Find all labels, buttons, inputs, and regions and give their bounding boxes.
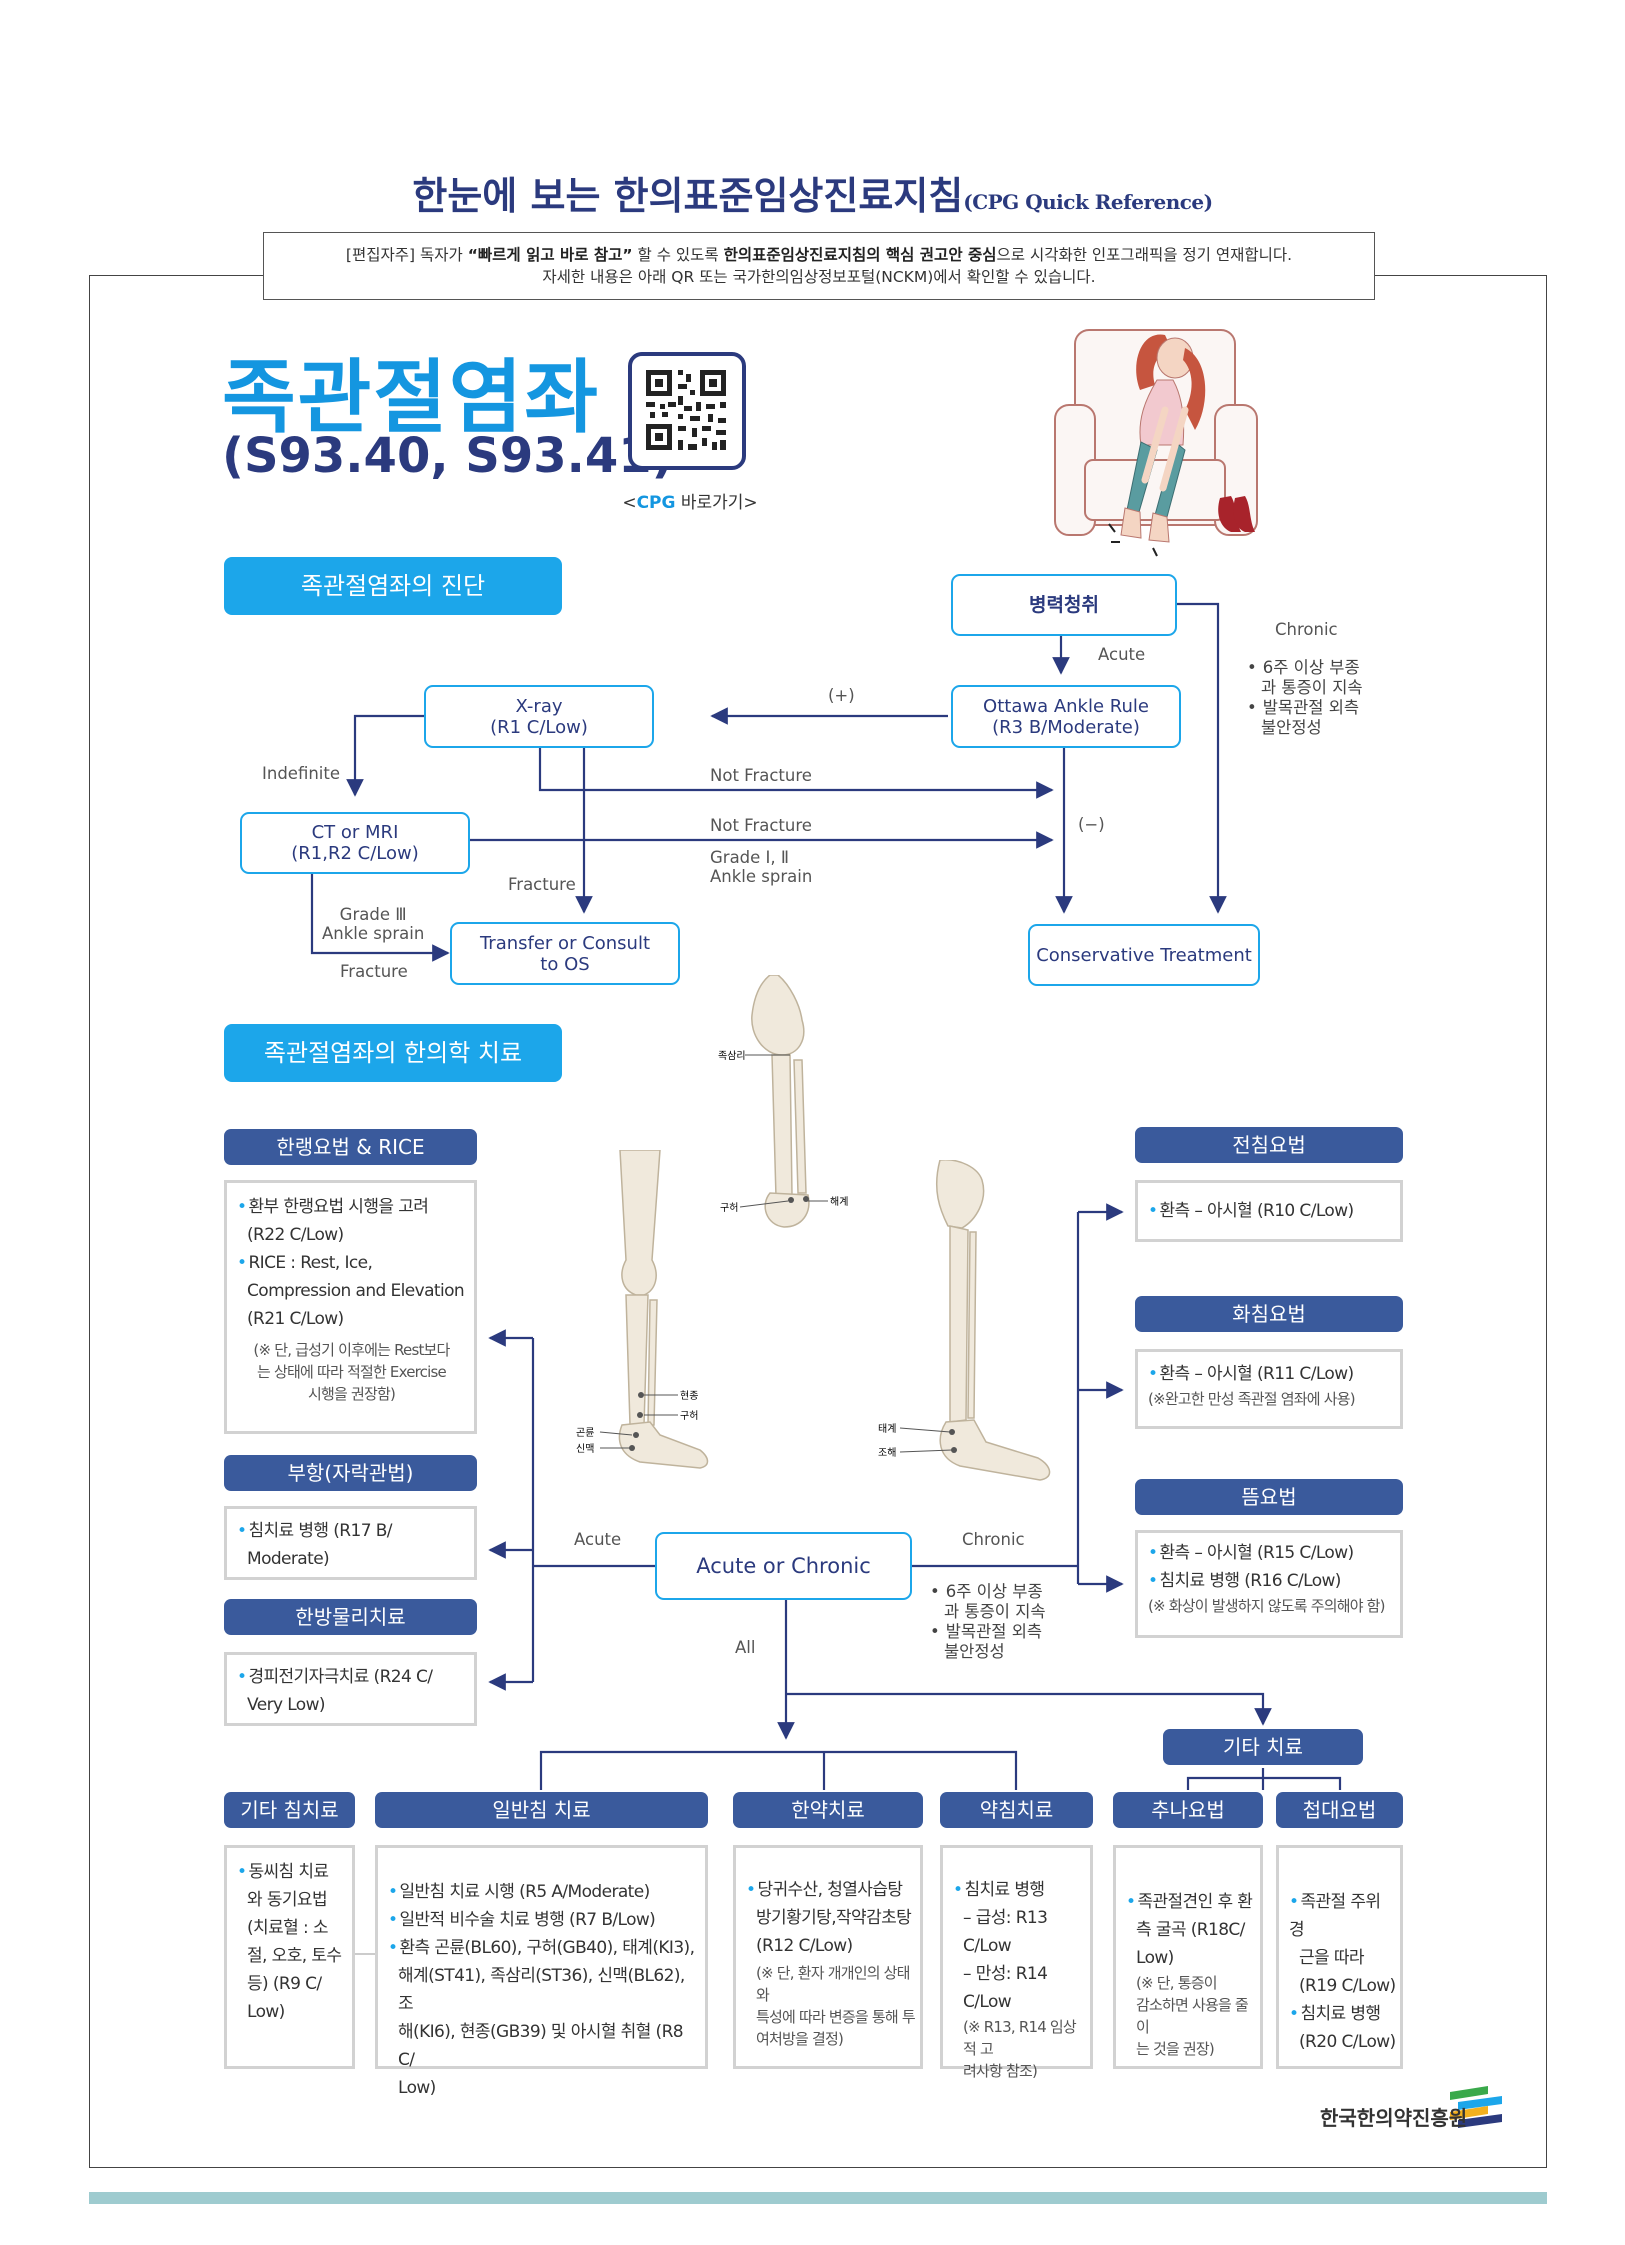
chuna-box: 족관절견인 후 환 측 굴곡 (R18C/ Low) (※ 단, 통증이 감소하…: [1113, 1845, 1263, 2069]
leg-front-illustration: 족삼리 구허 해계: [718, 975, 848, 1228]
organization-name: 한국한의약진흥원: [1320, 2106, 1468, 2130]
label-minus: (−): [1078, 815, 1105, 834]
page-title: 한눈에 보는 한의표준임상진료지침(CPG Quick Reference): [412, 174, 1213, 218]
moxibustion-box: 환측 – 아시혈 (R15 C/Low) 침치료 병행 (R16 C/Low) …: [1135, 1530, 1403, 1638]
physio-box: 경피전기자극치료 (R24 C/ Very Low): [224, 1652, 477, 1726]
label-not-fracture-2: Not Fracture: [710, 816, 812, 835]
fire-needle-box: 환측 – 아시혈 (R11 C/Low) (※완고한 만성 족관절 염좌에 사용…: [1135, 1349, 1403, 1429]
rice-title: 한랭요법 & RICE: [224, 1129, 477, 1165]
leg-lateral-illustration: 현종 곤륜 구허 신맥: [576, 1150, 709, 1469]
electroacupuncture-box: 환측 – 아시혈 (R10 C/Low): [1135, 1180, 1403, 1242]
other-acupuncture-box: 동씨침 치료 와 동기요법 (치료혈 : 소 절, 오호, 토수 등) (R9 …: [224, 1845, 355, 2069]
leg1-point-3: 해계: [830, 1195, 848, 1208]
pharmacopuncture-box: 침치료 병행 – 급성: R13 C/Low – 만성: R14 C/Low (…: [940, 1845, 1093, 2080]
acute-or-chronic-box: Acute or Chronic: [655, 1532, 912, 1600]
leg1-point-1: 족삼리: [718, 1050, 746, 1062]
bottom-bar: [89, 2192, 1547, 2204]
leg3-point-1: 태계: [878, 1423, 896, 1435]
label-acute: Acute: [1098, 645, 1146, 664]
page-title-sub: (CPG Quick Reference): [963, 190, 1213, 214]
treatment-chronic-criteria: 6주 이상 부종 과 통증이 지속 발목관절 외측 불안정성: [930, 1582, 1046, 1662]
label-chronic: Chronic: [1275, 620, 1338, 639]
organization-logo-icon: [1450, 2086, 1502, 2128]
editor-note: [편집자주] 독자가 “빠르게 읽고 바로 참고” 할 수 있도록 한의표준임상…: [263, 232, 1375, 300]
electroacupuncture-title: 전침요법: [1135, 1127, 1403, 1163]
leg2-point-3: 구허: [680, 1410, 698, 1422]
general-acupuncture-box: 일반침 치료 시행 (R5 A/Moderate) 일반적 비수술 치료 병행 …: [375, 1845, 708, 2098]
diagnosis-chronic-criteria: 6주 이상 부종 과 통증이 지속 발목관절 외측 불안정성: [1247, 658, 1363, 738]
general-acupuncture-title: 일반침 치료: [375, 1792, 708, 1828]
tx-label-acute: Acute: [574, 1530, 622, 1549]
moxibustion-title: 뜸요법: [1135, 1479, 1403, 1515]
taping-title: 첩대요법: [1276, 1792, 1403, 1828]
label-fracture-1: Fracture: [508, 875, 576, 894]
leg2-point-1: 현종: [680, 1390, 698, 1402]
leg-medial-illustration: 태계 조해: [878, 1160, 1051, 1481]
leg2-point-2: 곤륜: [576, 1427, 594, 1439]
qr-code[interactable]: [628, 352, 746, 470]
physio-title: 한방물리치료: [224, 1599, 477, 1635]
rice-box: 환부 한랭요법 시행을 고려 (R22 C/Low) RICE : Rest, …: [224, 1180, 477, 1434]
leg2-point-4: 신맥: [576, 1443, 594, 1455]
tx-label-chronic: Chronic: [962, 1530, 1025, 1549]
conservative-treatment-box: Conservative Treatment: [1028, 924, 1260, 986]
diagnosis-section-label: 족관절염좌의 진단: [224, 557, 562, 615]
cupping-box: 침치료 병행 (R17 B/ Moderate): [224, 1506, 477, 1580]
history-taking-box: 병력청취: [951, 574, 1177, 636]
cupping-title: 부항(자락관법): [224, 1455, 477, 1491]
chuna-title: 추나요법: [1113, 1792, 1263, 1828]
taping-box: 족관절 주위 경 근을 따라 (R19 C/Low) 침치료 병행 (R20 C…: [1276, 1845, 1403, 2069]
label-fracture-2: Fracture: [340, 962, 408, 981]
label-indefinite: Indefinite: [262, 764, 341, 783]
leg3-point-2: 조해: [878, 1446, 896, 1459]
label-plus: (+): [828, 686, 855, 705]
pharmacopuncture-title: 약침치료: [940, 1792, 1093, 1828]
ct-mri-box: CT or MRI(R1,R2 C/Low): [240, 812, 470, 874]
topic-codes: (S93.40, S93.41): [222, 428, 674, 484]
qr-code-icon: [646, 370, 726, 450]
other-treatment-title: 기타 치료: [1163, 1729, 1363, 1765]
tx-label-all: All: [735, 1638, 756, 1657]
herbal-medicine-title: 한약치료: [733, 1792, 923, 1828]
treatment-section-label: 족관절염좌의 한의학 치료: [224, 1024, 562, 1082]
label-not-fracture-1: Not Fracture: [710, 766, 812, 785]
qr-caption[interactable]: <CPG 바로가기>: [622, 493, 758, 513]
fire-needle-title: 화침요법: [1135, 1296, 1403, 1332]
other-acupuncture-title: 기타 침치료: [224, 1792, 355, 1828]
leg1-point-2: 구허: [720, 1202, 738, 1214]
xray-box: X-ray(R1 C/Low): [424, 685, 654, 748]
topic-title: 족관절염좌: [222, 351, 600, 444]
ottawa-rule-box: Ottawa Ankle Rule(R3 B/Moderate): [951, 685, 1181, 748]
herbal-medicine-box: 당귀수산, 청열사습탕 방기황기탕,작약감초탕 (R12 C/Low) (※ 단…: [733, 1845, 923, 2069]
ankle-pain-illustration: [1054, 329, 1258, 557]
